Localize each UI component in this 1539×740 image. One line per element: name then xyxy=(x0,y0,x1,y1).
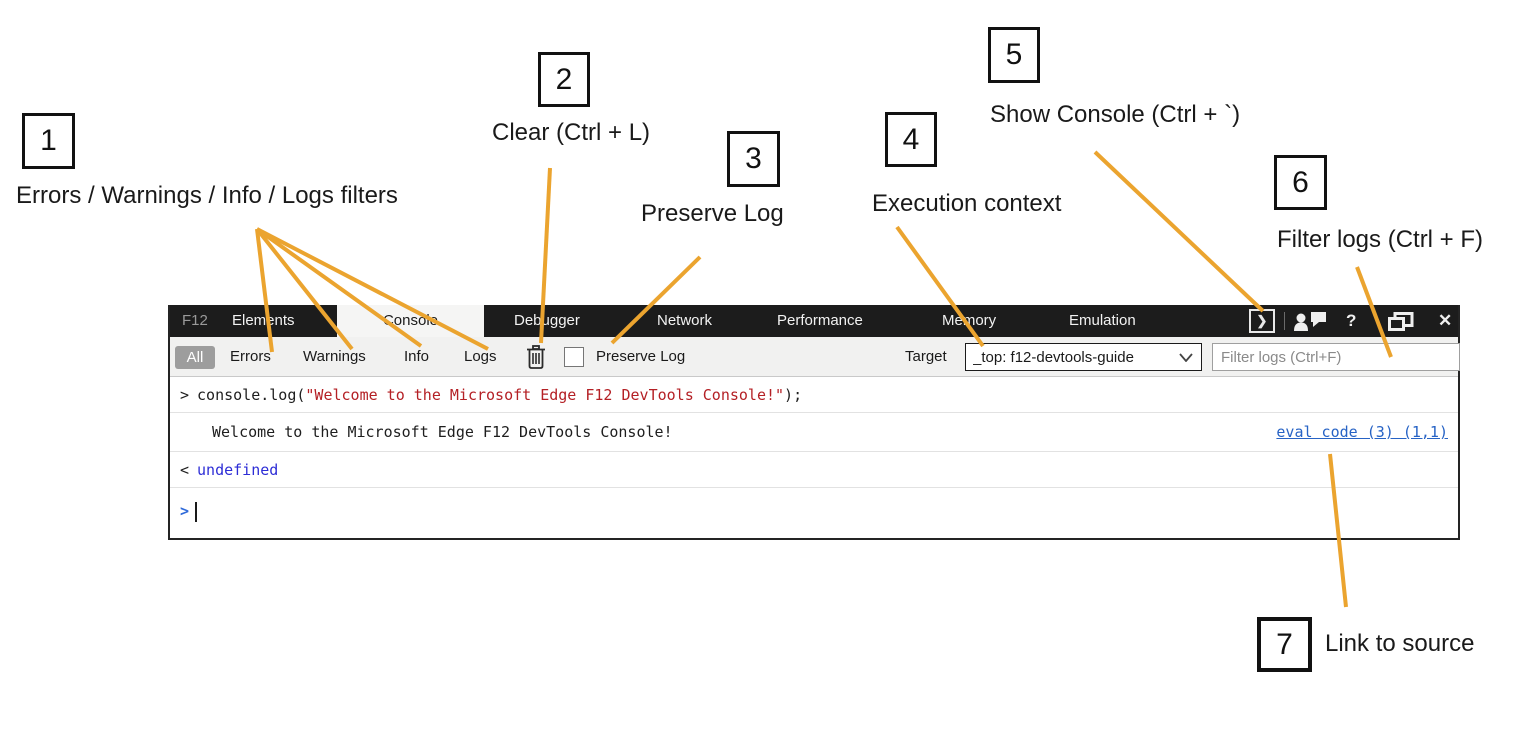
help-icon[interactable]: ? xyxy=(1346,311,1357,330)
echo-chevron: > xyxy=(180,386,190,404)
console-prompt-row[interactable]: > xyxy=(170,488,1458,534)
console-echo-row: > console.log("Welcome to the Microsoft E… xyxy=(170,377,1458,413)
target-label: Target xyxy=(905,348,947,365)
console-result-row: < undefined xyxy=(170,452,1458,488)
show-console-icon[interactable]: ❯ xyxy=(1249,309,1275,333)
callout-label-filter-logs: Filter logs (Ctrl + F) xyxy=(1277,226,1484,253)
callout-label-execution-context: Execution context xyxy=(872,190,1062,217)
echo-command-pre: console.log( xyxy=(197,386,306,404)
callout-label-clear: Clear (Ctrl + L) xyxy=(492,119,651,146)
filter-warnings-button[interactable]: Warnings xyxy=(303,348,366,365)
callout-line-show-console xyxy=(1093,150,1265,313)
target-select-value: _top: f12-devtools-guide xyxy=(973,348,1134,366)
callout-box-7: 7 xyxy=(1257,617,1312,672)
text-cursor xyxy=(195,501,198,522)
callout-label-show-console: Show Console (Ctrl + `) xyxy=(990,101,1241,128)
source-link[interactable]: eval code (3) (1,1) xyxy=(1276,423,1448,441)
callout-label-link-to-source: Link to source xyxy=(1325,630,1475,657)
tab-elements[interactable]: Elements xyxy=(232,312,295,329)
feedback-icon[interactable] xyxy=(1292,311,1328,337)
chevron-down-icon xyxy=(1179,352,1193,362)
callout-box-3: 3 xyxy=(727,131,780,187)
trash-icon[interactable] xyxy=(526,345,546,373)
filter-logs-button[interactable]: Logs xyxy=(464,348,497,365)
undock-icon[interactable] xyxy=(1388,312,1414,336)
f12-brand: F12 xyxy=(182,312,208,329)
callout-box-1: 1 xyxy=(22,113,75,169)
console-toolbar: All Errors Warnings Info Logs Preserve L… xyxy=(170,337,1460,377)
tab-performance[interactable]: Performance xyxy=(777,312,863,329)
preserve-log-label: Preserve Log xyxy=(596,348,686,365)
target-select[interactable]: _top: f12-devtools-guide xyxy=(965,343,1202,371)
close-icon[interactable]: ✕ xyxy=(1438,311,1453,330)
filter-info-button[interactable]: Info xyxy=(404,348,430,365)
callout-box-4: 4 xyxy=(885,112,937,167)
result-value: undefined xyxy=(197,461,279,479)
tab-console[interactable]: Console xyxy=(337,305,484,337)
tab-emulation[interactable]: Emulation xyxy=(1069,312,1136,329)
callout-label-preserve-log: Preserve Log xyxy=(641,200,784,227)
callout-box-5: 5 xyxy=(988,27,1040,83)
callout-label-filters: Errors / Warnings / Info / Logs filters xyxy=(16,182,398,209)
titlebar-separator xyxy=(1284,312,1285,330)
console-log-row: Welcome to the Microsoft Edge F12 DevToo… xyxy=(170,413,1458,452)
filter-all-button[interactable]: All xyxy=(175,346,215,369)
callout-box-2: 2 xyxy=(538,52,590,107)
tab-debugger[interactable]: Debugger xyxy=(514,312,580,329)
tab-memory[interactable]: Memory xyxy=(942,312,997,329)
filter-logs-input[interactable] xyxy=(1212,343,1460,371)
devtools-titlebar: F12 Elements Console Debugger Network Pe… xyxy=(170,305,1458,337)
devtools-window: F12 Elements Console Debugger Network Pe… xyxy=(168,305,1460,540)
preserve-log-checkbox[interactable] xyxy=(564,347,584,367)
log-message: Welcome to the Microsoft Edge F12 DevToo… xyxy=(212,423,673,441)
prompt-chevron-icon: > xyxy=(180,502,190,520)
echo-command-post: ); xyxy=(784,386,803,404)
filter-errors-button[interactable]: Errors xyxy=(230,348,271,365)
echo-command-string: "Welcome to the Microsoft Edge F12 DevTo… xyxy=(305,386,785,404)
result-chevron: < xyxy=(180,461,190,479)
tab-network[interactable]: Network xyxy=(657,312,713,329)
callout-box-6: 6 xyxy=(1274,155,1327,210)
